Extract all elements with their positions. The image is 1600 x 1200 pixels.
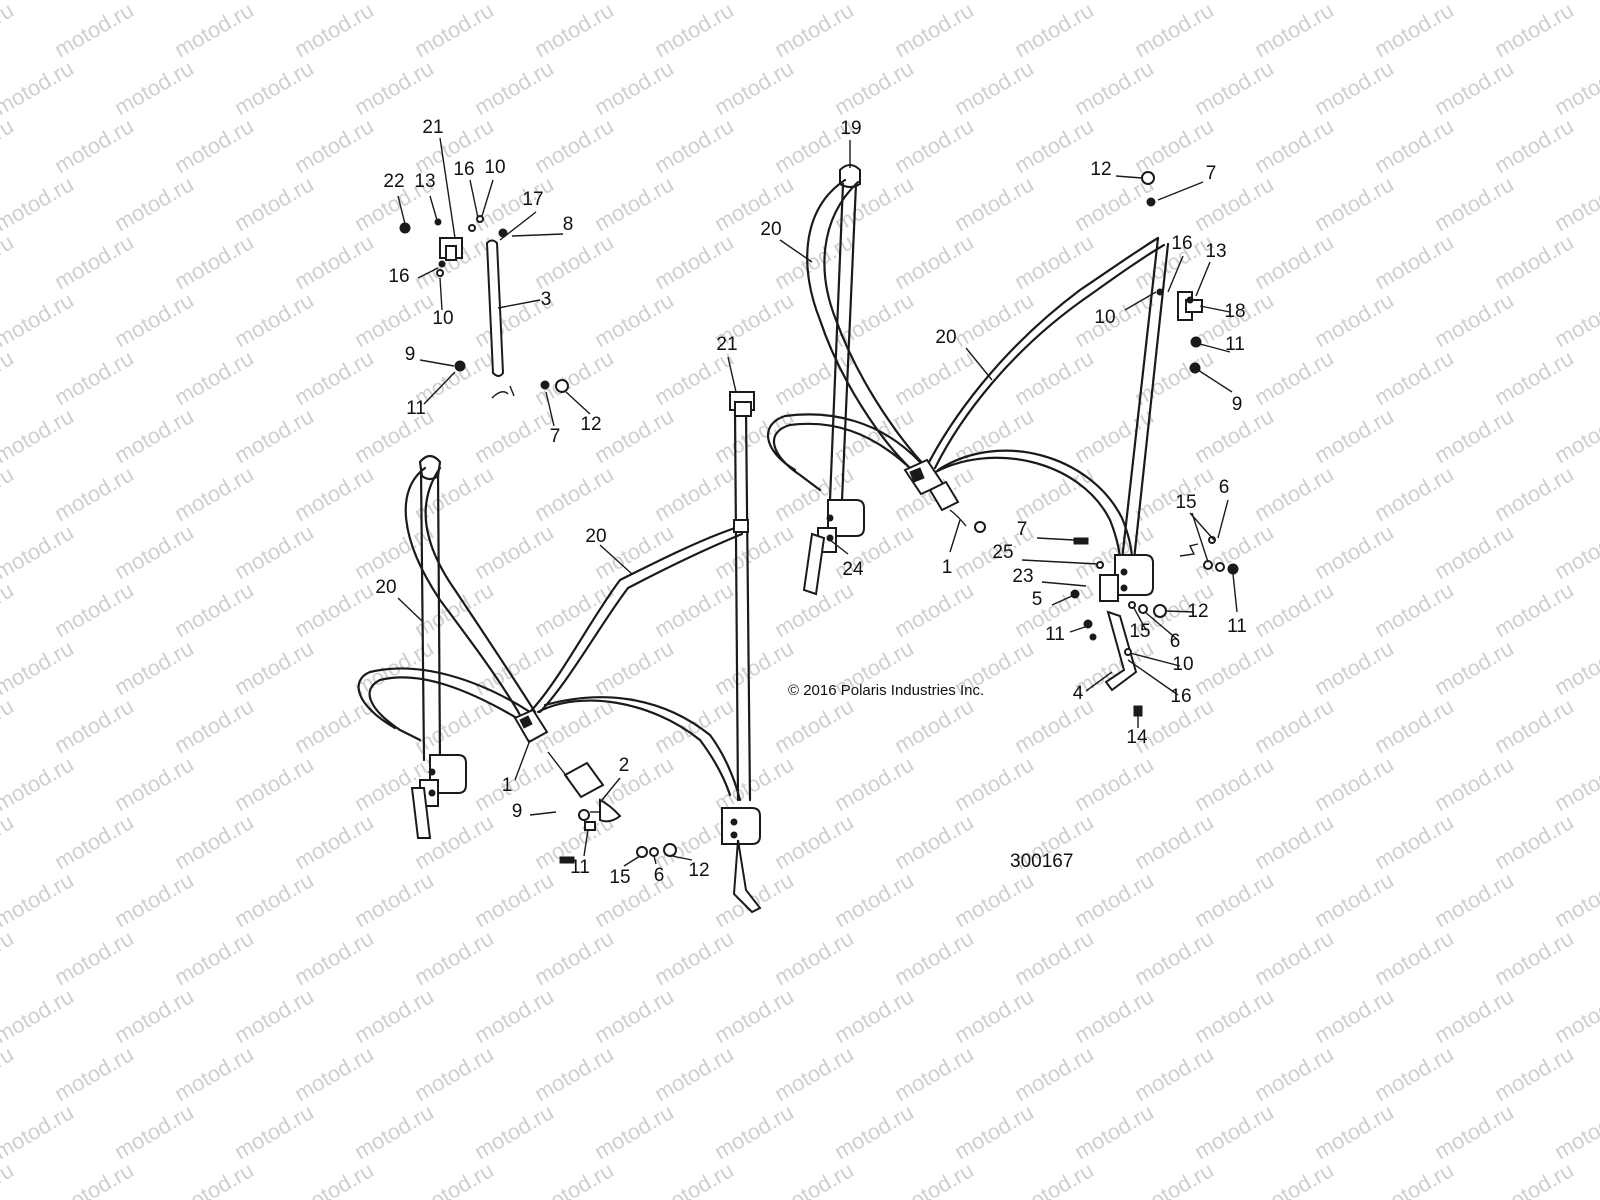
callout-18: 18 <box>1224 301 1245 322</box>
callout-10: 10 <box>484 157 505 178</box>
callout-23: 23 <box>1012 566 1033 587</box>
callout-19: 19 <box>840 118 861 139</box>
callout-20: 20 <box>935 327 956 348</box>
callout-16: 16 <box>388 266 409 287</box>
center-mid-guide <box>733 519 749 533</box>
right-lap-webbing-left <box>767 413 922 492</box>
left-upper-cross-webbing <box>528 526 744 714</box>
callout-24: 24 <box>842 559 864 580</box>
callout-15: 15 <box>1175 492 1196 513</box>
right-right-vertical-webbing <box>1120 236 1170 562</box>
callout-13: 13 <box>414 171 435 192</box>
callout-10: 10 <box>432 308 453 329</box>
center-retractor <box>721 807 762 914</box>
callout-15: 15 <box>1129 621 1150 642</box>
lower-right-bracket <box>1104 610 1138 692</box>
callout-6: 6 <box>1219 477 1230 498</box>
callout-20: 20 <box>760 219 781 240</box>
left-shoulder-webbing-vertical <box>419 468 442 762</box>
callout-16: 16 <box>1170 686 1191 707</box>
callout-16: 16 <box>1171 233 1192 254</box>
left-lap-webbing <box>357 667 532 742</box>
callout-25: 25 <box>992 542 1013 563</box>
callout-11: 11 <box>1045 624 1065 645</box>
callout-7: 7 <box>1017 519 1028 540</box>
center-vertical-webbing <box>733 408 752 802</box>
callout-1: 1 <box>502 775 513 796</box>
right-belt-assembly <box>767 164 1239 717</box>
callout-10: 10 <box>1094 307 1115 328</box>
left-lower-hardware <box>559 809 677 864</box>
left-buckle-stalk <box>547 751 622 823</box>
left-shoulder-webbing-diagonal <box>404 466 537 717</box>
callout-11: 11 <box>570 857 590 878</box>
callout-6: 6 <box>1170 631 1181 652</box>
callout-5: 5 <box>1032 589 1043 610</box>
left-belt-assembly <box>357 391 762 914</box>
callout-9: 9 <box>1232 394 1243 415</box>
callout-3: 3 <box>541 289 552 310</box>
callout-11: 11 <box>1225 334 1245 355</box>
right-shoulder-webbing-1 <box>806 178 926 472</box>
left-retractor <box>410 754 467 839</box>
callout-12: 12 <box>1090 159 1111 180</box>
left-cross-webbing <box>536 696 742 802</box>
callout-15: 15 <box>609 867 630 888</box>
right-buckle-tongue <box>903 458 986 533</box>
diagram-number: 300167 <box>1010 851 1073 872</box>
callout-9: 9 <box>512 801 523 822</box>
copyright-text: © 2016 Polaris Industries Inc. <box>788 682 984 699</box>
callout-21: 21 <box>422 117 443 138</box>
callout-12: 12 <box>1187 601 1208 622</box>
callout-20: 20 <box>375 577 396 598</box>
callout-7: 7 <box>550 426 561 447</box>
right-top-guide <box>839 164 861 188</box>
left-upper-guide <box>418 454 442 481</box>
right-side-retractor <box>802 499 865 596</box>
leader-lines <box>397 137 1238 867</box>
callout-16: 16 <box>453 159 474 180</box>
right-cross-webbing <box>928 449 1134 562</box>
callout-12: 12 <box>688 860 709 881</box>
callout-22: 22 <box>383 171 404 192</box>
right-shoulder-webbing-2 <box>923 236 1166 472</box>
callout-14: 14 <box>1126 727 1148 748</box>
callout-21: 21 <box>716 334 737 355</box>
left-buckle-tongue <box>513 708 549 744</box>
callout-6: 6 <box>654 865 665 886</box>
callout-11: 11 <box>1227 616 1247 637</box>
callout-8: 8 <box>563 214 574 235</box>
right-retractor <box>1099 554 1154 602</box>
support-strap <box>485 239 505 377</box>
callout-1: 1 <box>942 557 953 578</box>
callout-13: 13 <box>1205 241 1226 262</box>
callout-7: 7 <box>1206 163 1217 184</box>
callout-9: 9 <box>405 344 416 365</box>
callout-20: 20 <box>585 526 606 547</box>
right-upper-anchor-hardware <box>1141 171 1203 374</box>
center-upper-guide-bracket <box>729 391 755 417</box>
callout-12: 12 <box>580 414 601 435</box>
callout-17: 17 <box>522 189 543 210</box>
callout-4: 4 <box>1073 683 1084 704</box>
callout-11: 11 <box>406 398 426 419</box>
callout-2: 2 <box>619 755 630 776</box>
right-left-vertical-webbing <box>828 182 858 502</box>
callout-10: 10 <box>1172 654 1193 675</box>
